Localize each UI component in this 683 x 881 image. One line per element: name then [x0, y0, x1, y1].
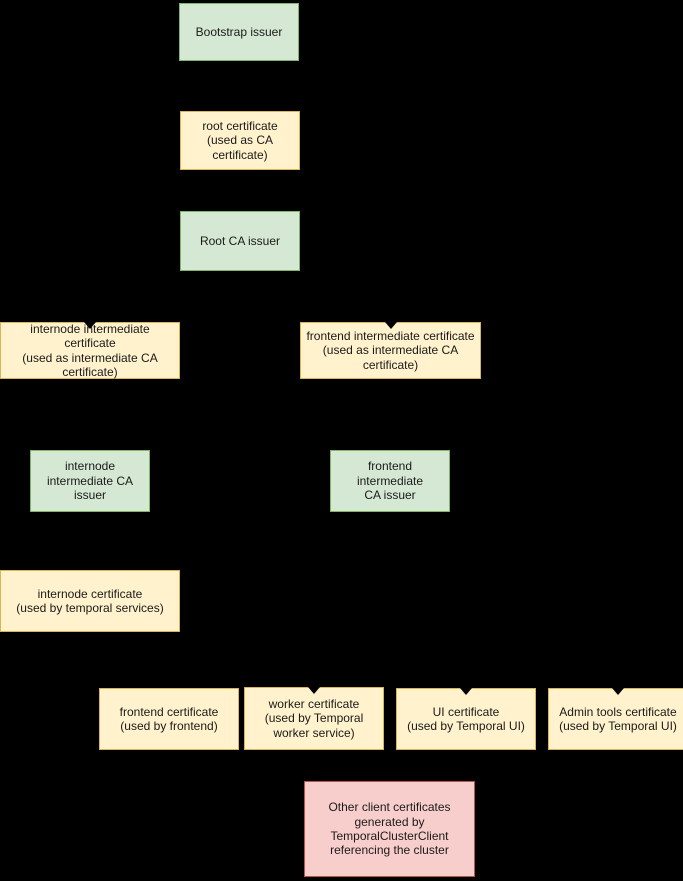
- node-frontend-intermediate-certificate: frontend intermediate certificate (used …: [300, 322, 481, 379]
- node-bootstrap-issuer: Bootstrap issuer: [179, 3, 299, 61]
- node-internode-certificate: internode certificate (used by temporal …: [0, 570, 180, 632]
- node-label: frontend intermediate certificate (used …: [306, 328, 475, 372]
- node-frontend-certificate: frontend certificate (used by frontend): [99, 688, 239, 750]
- arrowhead-down-icon: [460, 688, 472, 695]
- node-admin-tools-certificate: Admin tools certificate (used by Tempora…: [548, 688, 683, 750]
- node-other-client-certificates: Other client certificates generated by T…: [304, 781, 475, 877]
- node-label: Root CA issuer: [199, 233, 281, 248]
- arrowhead-down-icon: [84, 322, 96, 329]
- node-label: Other client certificates generated by T…: [328, 800, 451, 858]
- node-frontend-intermediate-ca-issuer: frontend intermediate CA issuer: [330, 450, 450, 512]
- arrowhead-down-icon: [384, 322, 397, 329]
- node-ui-certificate: UI certificate (used by Temporal UI): [396, 688, 536, 750]
- node-worker-certificate: worker certificate (used by Temporal wor…: [244, 687, 384, 750]
- node-label: Bootstrap issuer: [195, 24, 283, 39]
- node-label: internode certificate (used by temporal …: [16, 586, 164, 615]
- node-label: worker certificate (used by Temporal wor…: [264, 696, 364, 740]
- node-label: frontend intermediate CA issuer: [356, 459, 424, 503]
- node-label: internode intermediate certificate (used…: [22, 321, 158, 379]
- node-label: UI certificate (used by Temporal UI): [407, 704, 525, 733]
- node-label: frontend certificate (used by frontend): [119, 704, 219, 733]
- arrowhead-down-icon: [308, 687, 320, 694]
- node-root-ca-issuer: Root CA issuer: [180, 211, 300, 271]
- arrowhead-down-icon: [612, 688, 624, 695]
- node-internode-intermediate-ca-issuer: internode intermediate CA issuer: [30, 450, 150, 512]
- node-root-certificate: root certificate (used as CA certificate…: [180, 111, 300, 170]
- node-label: root certificate (used as CA certificate…: [202, 118, 278, 162]
- node-label: Admin tools certificate (used by Tempora…: [559, 704, 677, 733]
- node-internode-intermediate-certificate: internode intermediate certificate (used…: [0, 322, 180, 379]
- node-label: internode intermediate CA issuer: [46, 459, 134, 503]
